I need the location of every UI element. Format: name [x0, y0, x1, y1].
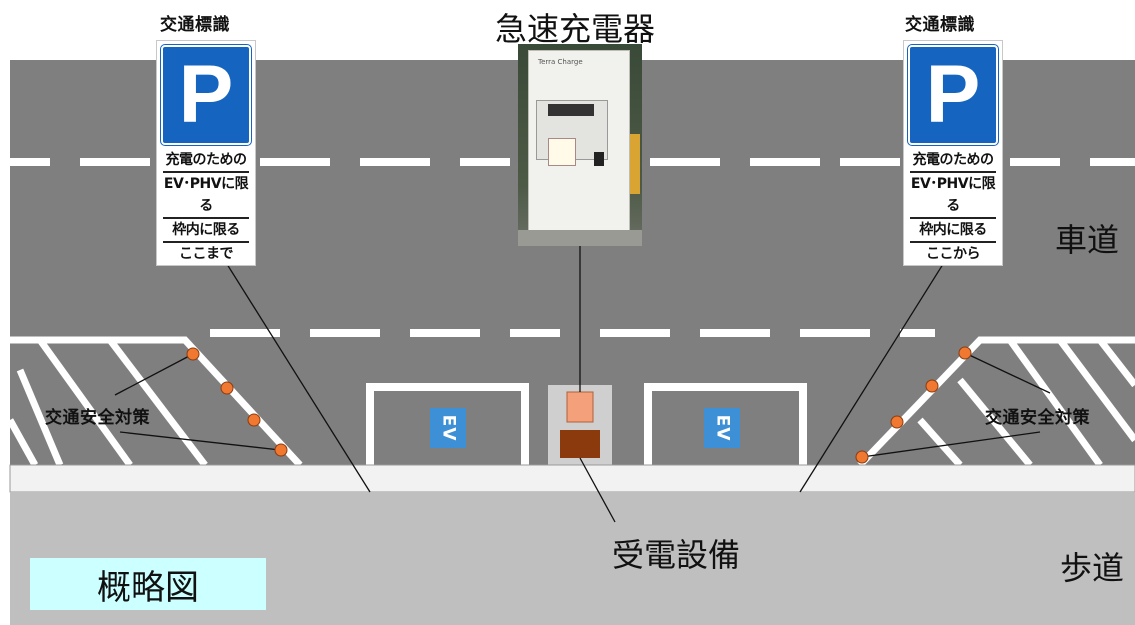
power-equipment-unit-bottom	[560, 430, 600, 458]
left-parking-sign: P 充電のための EV･PHVに限る 枠内に限る ここまで	[156, 40, 256, 266]
left-hatched-zone	[6, 336, 303, 468]
right-sign-line-4: ここから	[910, 241, 996, 265]
parking-p-icon: P	[908, 45, 998, 145]
legend-overview-label: 概略図	[30, 558, 266, 610]
right-sign-caption: 交通標識	[905, 15, 975, 35]
parking-p-icon: P	[161, 45, 251, 145]
charger-cable-holster	[630, 134, 640, 194]
right-sign-line-1: 充電のための	[912, 152, 995, 168]
charger-screen	[548, 104, 594, 116]
charger-notice	[548, 138, 576, 166]
ev-bay-tag-right: EV	[704, 408, 740, 448]
power-equipment-label: 受電設備	[612, 536, 741, 574]
safety-measures-label-right: 交通安全対策	[985, 408, 1090, 428]
charger-brand: Terra Charge	[538, 58, 583, 66]
left-sign-caption: 交通標識	[160, 15, 230, 35]
power-equipment-unit-top	[566, 391, 594, 423]
left-sign-line-4: ここまで	[163, 241, 249, 265]
quick-charger-photo: Terra Charge	[518, 44, 642, 246]
sidewalk-label: 歩道	[1060, 549, 1125, 587]
left-sign-line-1: 充電のための	[165, 152, 248, 168]
right-sign-line-2: EV･PHVに限る	[910, 171, 996, 217]
leader-lines	[114, 244, 1051, 523]
charger-title: 急速充電器	[495, 10, 656, 48]
curb	[9, 464, 1135, 493]
ev-bay-tag-left: EV	[430, 408, 466, 448]
right-parking-sign: P 充電のための EV･PHVに限る 枠内に限る ここから	[903, 40, 1003, 266]
safety-markers	[186, 346, 972, 464]
left-sign-line-2: EV･PHVに限る	[163, 171, 249, 217]
charger-base	[518, 230, 642, 246]
safety-measures-label-left: 交通安全対策	[45, 408, 150, 428]
left-sign-line-3: 枠内に限る	[163, 217, 249, 241]
charger-card-slot	[594, 152, 604, 166]
right-sign-line-3: 枠内に限る	[910, 217, 996, 241]
roadway-label: 車道	[1055, 221, 1120, 259]
parking-bays	[366, 383, 807, 465]
